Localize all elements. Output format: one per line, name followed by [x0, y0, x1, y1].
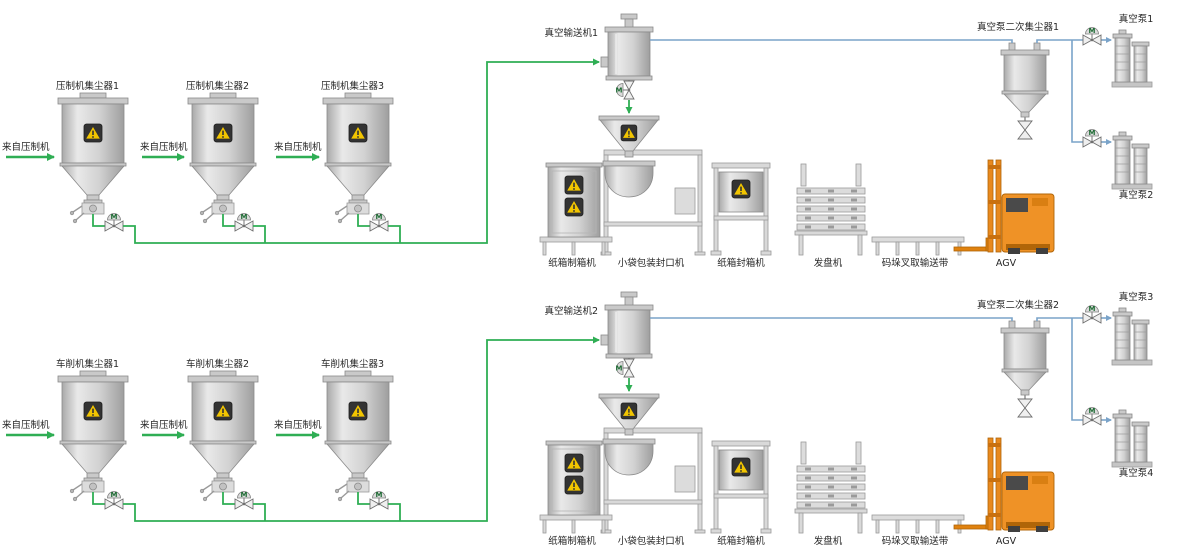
- source-label: 来自压制机: [140, 419, 188, 431]
- source-label: 来自压制机: [274, 419, 322, 431]
- equipment-label-pallet-conveyor: 码垛叉取输送带: [882, 535, 949, 547]
- transporter-label: 真空输送机2: [544, 305, 598, 317]
- collector-label: 车削机集尘器2: [186, 358, 249, 370]
- equipment-label-pallet-conveyor: 码垛叉取输送带: [882, 257, 949, 269]
- equipment-label-box-maker: 纸箱制箱机: [548, 535, 596, 547]
- collector-label: 压制机集尘器2: [186, 80, 249, 92]
- equipment-label-tray-dispenser: 发盘机: [814, 535, 843, 547]
- equipment-label-tray-dispenser: 发盘机: [814, 257, 843, 269]
- equipment-label-bag-sealer: 小袋包装封口机: [618, 257, 685, 269]
- collector-label: 压制机集尘器3: [321, 80, 384, 92]
- equipment-label-bag-sealer: 小袋包装封口机: [618, 535, 685, 547]
- pump-label: 真空泵4: [1119, 467, 1154, 479]
- equipment-label-box-maker: 纸箱制箱机: [548, 257, 596, 269]
- pump-label: 真空泵3: [1119, 291, 1154, 303]
- pump-label: 真空泵2: [1119, 189, 1154, 201]
- process-line-top: [6, 14, 1152, 255]
- equipment-label-agv: AGV: [996, 536, 1017, 547]
- equipment-label-carton-sealer: 纸箱封箱机: [717, 257, 765, 269]
- secondary-collector-label: 真空泵二次集尘器1: [977, 21, 1059, 33]
- secondary-collector-label: 真空泵二次集尘器2: [977, 299, 1059, 311]
- pump-label: 真空泵1: [1119, 13, 1154, 25]
- equipment-label-agv: AGV: [996, 258, 1017, 269]
- collector-label: 车削机集尘器1: [56, 358, 119, 370]
- process-line-top-labels: 真空输送机1 压制机集尘器1 压制机集尘器2 压制机集尘器3 来自压制机 来自压…: [2, 13, 1153, 269]
- equipment-label-carton-sealer: 纸箱封箱机: [717, 535, 765, 547]
- source-label: 来自压制机: [274, 141, 322, 153]
- process-line-bottom-labels: 真空输送机2 车削机集尘器1 车削机集尘器2 车削机集尘器3 来自压制机 来自压…: [2, 291, 1153, 547]
- source-label: 来自压制机: [2, 141, 50, 153]
- collector-label: 压制机集尘器1: [56, 80, 119, 92]
- source-label: 来自压制机: [2, 419, 50, 431]
- source-label: 来自压制机: [140, 141, 188, 153]
- process-line-bottom: [6, 292, 1152, 533]
- transporter-label: 真空输送机1: [544, 27, 598, 39]
- collector-label: 车削机集尘器3: [321, 358, 384, 370]
